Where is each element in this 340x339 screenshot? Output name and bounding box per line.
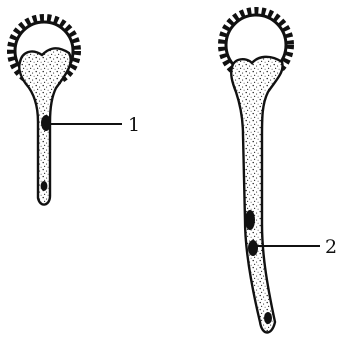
right-pollen-tube: [231, 57, 282, 333]
left-pollen-grain: 1: [11, 18, 140, 205]
label-1: 1: [128, 114, 140, 136]
right-pollen-grain: 2: [222, 11, 337, 333]
right-nucleus-upper: [245, 210, 255, 230]
label-2: 2: [325, 236, 337, 258]
right-nucleus-tip: [264, 312, 272, 324]
left-nucleus-lower: [41, 181, 48, 191]
left-nucleus: [41, 115, 51, 131]
right-nucleus-middle: [248, 240, 258, 256]
